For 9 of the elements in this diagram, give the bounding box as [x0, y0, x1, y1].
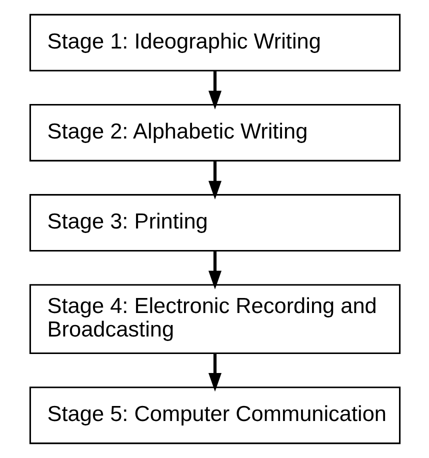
arrow: [208, 70, 222, 110]
arrow: [208, 160, 222, 200]
node-box: Stage 1: Ideographic Writing: [28, 14, 400, 72]
node-box: Stage 4: Electronic Recording and Broadcasting: [28, 284, 400, 354]
node-box: Stage 5: Computer Communication: [28, 386, 400, 444]
arrow: [208, 250, 222, 290]
node-box: Stage 2: Alphabetic Writing: [28, 104, 400, 162]
arrow: [208, 354, 222, 392]
node-box: Stage 3: Printing: [28, 194, 400, 252]
